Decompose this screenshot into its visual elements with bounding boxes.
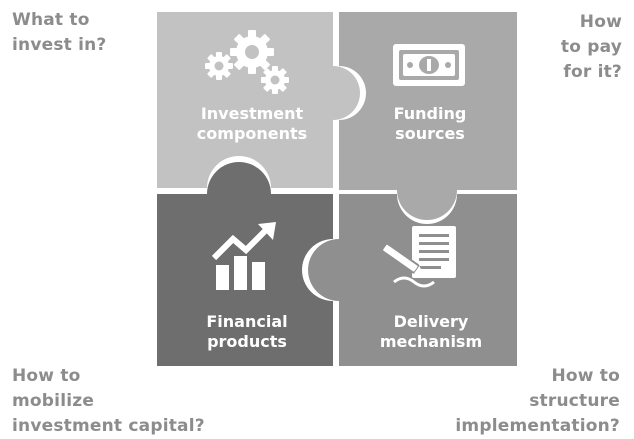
banknote-icon xyxy=(393,44,465,86)
label-funding-sources: Funding sources xyxy=(393,104,467,143)
question-how-to-structure: How to structure implementation? xyxy=(455,366,620,436)
document-signing-icon xyxy=(381,226,456,288)
label-delivery-mechanism: Delivery mechanism xyxy=(379,312,483,351)
gears-icon xyxy=(205,30,289,94)
bar-chart-trend-icon xyxy=(211,222,276,290)
puzzle-piece-investment-components xyxy=(157,12,360,188)
label-financial-products: Financial products xyxy=(206,312,288,351)
question-how-to-pay: How to pay for it? xyxy=(560,12,622,82)
puzzle-piece-funding-sources xyxy=(339,12,517,220)
label-investment-components: Investment components xyxy=(196,104,308,143)
question-how-to-mobilize: How to mobilize investment capital? xyxy=(12,366,205,436)
question-what-to-invest: What to invest in? xyxy=(12,10,107,55)
